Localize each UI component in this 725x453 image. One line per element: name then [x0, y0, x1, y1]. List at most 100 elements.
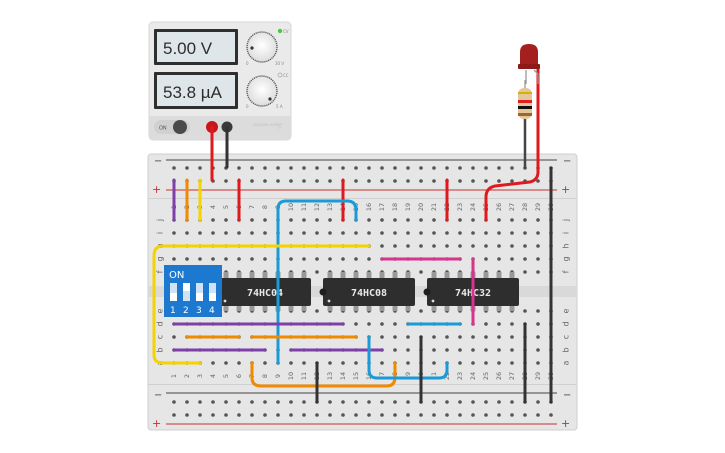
rail-hole[interactable]: [354, 400, 358, 404]
terminal-hole[interactable]: [315, 231, 319, 235]
terminal-hole[interactable]: [497, 322, 501, 326]
orange-wire-loop[interactable]: [250, 361, 397, 388]
terminal-hole[interactable]: [315, 257, 319, 261]
terminal-hole[interactable]: [497, 335, 501, 339]
terminal-hole[interactable]: [536, 361, 540, 365]
terminal-hole[interactable]: [237, 231, 241, 235]
terminal-hole[interactable]: [393, 335, 397, 339]
terminal-hole[interactable]: [471, 231, 475, 235]
terminal-hole[interactable]: [406, 218, 410, 222]
power-supply[interactable]: 5.00 V 53.8 µA CV 0 30 V CC 0 5 A ON: [148, 21, 292, 141]
rail-hole[interactable]: [302, 166, 306, 170]
terminal-hole[interactable]: [510, 231, 514, 235]
terminal-hole[interactable]: [341, 257, 345, 261]
rail-hole[interactable]: [237, 166, 241, 170]
rail-hole[interactable]: [224, 413, 228, 417]
terminal-hole[interactable]: [263, 218, 267, 222]
rail-hole[interactable]: [445, 400, 449, 404]
rail-hole[interactable]: [432, 166, 436, 170]
terminal-hole[interactable]: [380, 231, 384, 235]
rail-hole[interactable]: [393, 179, 397, 183]
rail-hole[interactable]: [276, 179, 280, 183]
rail-hole[interactable]: [497, 179, 501, 183]
rail-hole[interactable]: [367, 413, 371, 417]
rail-hole[interactable]: [289, 400, 293, 404]
terminal-hole[interactable]: [523, 257, 527, 261]
rail-hole[interactable]: [276, 400, 280, 404]
terminal-hole[interactable]: [497, 244, 501, 248]
terminal-hole[interactable]: [406, 335, 410, 339]
rail-hole[interactable]: [432, 400, 436, 404]
terminal-hole[interactable]: [172, 257, 176, 261]
rail-hole[interactable]: [263, 179, 267, 183]
terminal-hole[interactable]: [523, 244, 527, 248]
terminal-hole[interactable]: [523, 270, 527, 274]
power-switch[interactable]: ON: [154, 120, 190, 134]
rail-hole[interactable]: [263, 400, 267, 404]
terminal-hole[interactable]: [484, 361, 488, 365]
voltage-knob[interactable]: [246, 31, 278, 63]
rail-hole[interactable]: [419, 179, 423, 183]
blue-wire-loop[interactable]: [367, 335, 449, 380]
terminal-hole[interactable]: [419, 270, 423, 274]
rail-hole[interactable]: [497, 400, 501, 404]
rail-hole[interactable]: [237, 400, 241, 404]
terminal-hole[interactable]: [302, 231, 306, 235]
rail-hole[interactable]: [315, 166, 319, 170]
rail-hole[interactable]: [198, 413, 202, 417]
terminal-hole[interactable]: [250, 231, 254, 235]
rail-hole[interactable]: [367, 400, 371, 404]
rail-hole[interactable]: [354, 179, 358, 183]
terminal-hole[interactable]: [484, 348, 488, 352]
terminal-hole[interactable]: [510, 322, 514, 326]
terminal-hole[interactable]: [328, 257, 332, 261]
rail-hole[interactable]: [523, 413, 527, 417]
rail-hole[interactable]: [185, 400, 189, 404]
rail-hole[interactable]: [471, 413, 475, 417]
terminal-hole[interactable]: [471, 218, 475, 222]
terminal-hole[interactable]: [458, 361, 462, 365]
rail-hole[interactable]: [354, 413, 358, 417]
rail-hole[interactable]: [536, 179, 540, 183]
terminal-hole[interactable]: [406, 231, 410, 235]
terminal-hole[interactable]: [224, 361, 228, 365]
rail-hole[interactable]: [289, 413, 293, 417]
terminal-hole[interactable]: [497, 361, 501, 365]
terminal-hole[interactable]: [536, 309, 540, 313]
terminal-hole[interactable]: [367, 231, 371, 235]
terminal-hole[interactable]: [367, 322, 371, 326]
dip-toggle-3[interactable]: [196, 283, 203, 301]
terminal-hole[interactable]: [497, 257, 501, 261]
terminal-hole[interactable]: [523, 309, 527, 313]
rail-hole[interactable]: [497, 413, 501, 417]
rail-hole[interactable]: [263, 166, 267, 170]
rail-hole[interactable]: [458, 400, 462, 404]
rail-hole[interactable]: [302, 179, 306, 183]
rail-hole[interactable]: [432, 413, 436, 417]
rail-hole[interactable]: [315, 413, 319, 417]
terminal-hole[interactable]: [224, 218, 228, 222]
terminal-hole[interactable]: [510, 361, 514, 365]
terminal-hole[interactable]: [484, 231, 488, 235]
terminal-hole[interactable]: [302, 218, 306, 222]
rail-hole[interactable]: [406, 413, 410, 417]
rail-hole[interactable]: [224, 179, 228, 183]
terminal-hole[interactable]: [393, 231, 397, 235]
rail-hole[interactable]: [224, 400, 228, 404]
rail-hole[interactable]: [367, 179, 371, 183]
terminal-hole[interactable]: [471, 244, 475, 248]
terminal-hole[interactable]: [354, 322, 358, 326]
terminal-hole[interactable]: [289, 231, 293, 235]
rail-hole[interactable]: [458, 179, 462, 183]
rail-hole[interactable]: [393, 413, 397, 417]
terminal-hole[interactable]: [341, 231, 345, 235]
terminal-hole[interactable]: [536, 257, 540, 261]
terminal-hole[interactable]: [380, 218, 384, 222]
rail-hole[interactable]: [354, 166, 358, 170]
ic-74hc08[interactable]: 74HC08: [319, 272, 416, 311]
terminal-hole[interactable]: [445, 231, 449, 235]
terminal-hole[interactable]: [328, 231, 332, 235]
terminal-hole[interactable]: [237, 361, 241, 365]
terminal-hole[interactable]: [367, 218, 371, 222]
terminal-hole[interactable]: [393, 218, 397, 222]
